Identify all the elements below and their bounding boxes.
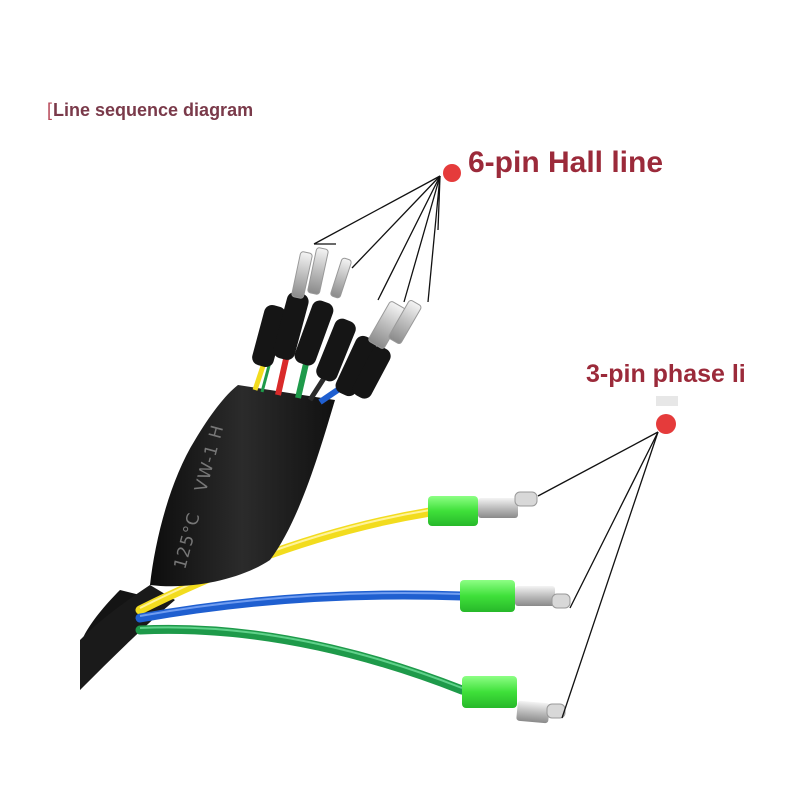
hall-callout-dot [443,164,461,182]
phase-connector-yellow [428,491,538,526]
diagram-title: [Line sequence diagram [47,100,253,121]
phase-connector-blue [460,580,571,612]
hall-callout-lines [313,175,441,303]
title-bracket: [ [47,100,53,120]
diagram-title-text: Line sequence diagram [53,100,254,120]
phase-connector-green [462,676,566,724]
hall-line-label: 6-pin Hall line [468,146,664,179]
placeholder-mark [656,396,678,406]
green-phase-wire [135,624,467,695]
hall-pins [291,247,422,349]
phase-callout-lines [537,431,659,719]
blue-phase-wire [135,590,467,623]
phase-callout-dot [656,414,676,434]
hall-connectors [252,292,391,399]
heat-shrink-sleeve [150,385,335,587]
sleeve-print-mark: H [205,422,228,441]
phase-line-label: 3-pin phase li [586,360,746,388]
